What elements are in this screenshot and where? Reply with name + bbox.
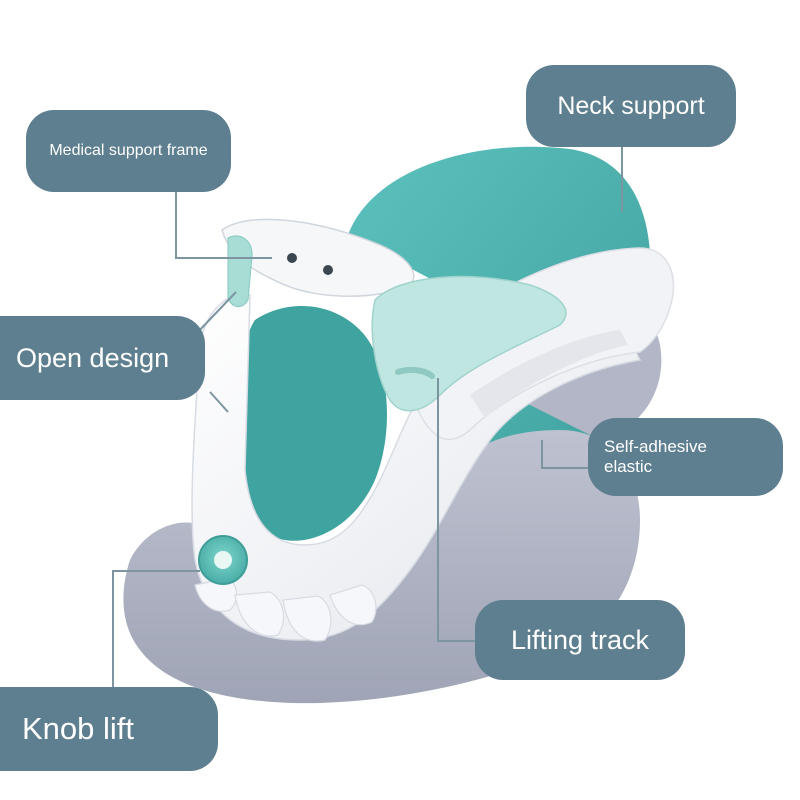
medical-support-frame-text: Medical support frame xyxy=(49,142,208,159)
lift-knob xyxy=(198,535,248,585)
lifting-track-label: Lifting track xyxy=(475,600,685,680)
elastic-strap xyxy=(399,247,675,441)
neck-support-label: Neck support xyxy=(526,65,736,147)
mint-chin-side xyxy=(371,275,567,412)
knob-lift-text: Knob lift xyxy=(22,711,135,746)
leader-lifting-track xyxy=(437,378,475,642)
medical-support-frame-label: Medical support frame xyxy=(26,110,231,192)
open-design-label: Open design xyxy=(0,316,205,400)
self-adhesive-elastic-label: Self-adhesive elastic xyxy=(588,418,783,496)
lifting-track-text: Lifting track xyxy=(510,624,650,655)
leader-self-adhesive xyxy=(541,440,588,469)
strap-velcro-patch xyxy=(470,330,628,418)
plate-hole-2 xyxy=(323,265,333,275)
frame-scallops xyxy=(194,577,377,642)
self-adhesive-elastic-text: Self-adhesive elastic xyxy=(604,437,708,476)
open-design-text: Open design xyxy=(16,342,170,373)
lifting-track-slot xyxy=(395,366,435,379)
leader-open-design-up xyxy=(195,291,237,335)
neck-support-text: Neck support xyxy=(557,91,705,120)
knob-lift-label: Knob lift xyxy=(0,687,218,771)
leader-lines xyxy=(112,147,623,687)
leader-medical-frame xyxy=(175,192,272,259)
left-hinge xyxy=(227,235,253,308)
inner-teal-lining xyxy=(237,306,387,541)
plate-hole-1 xyxy=(287,253,297,263)
leader-knob-lift xyxy=(112,570,200,687)
leader-open-design-down xyxy=(209,391,229,413)
